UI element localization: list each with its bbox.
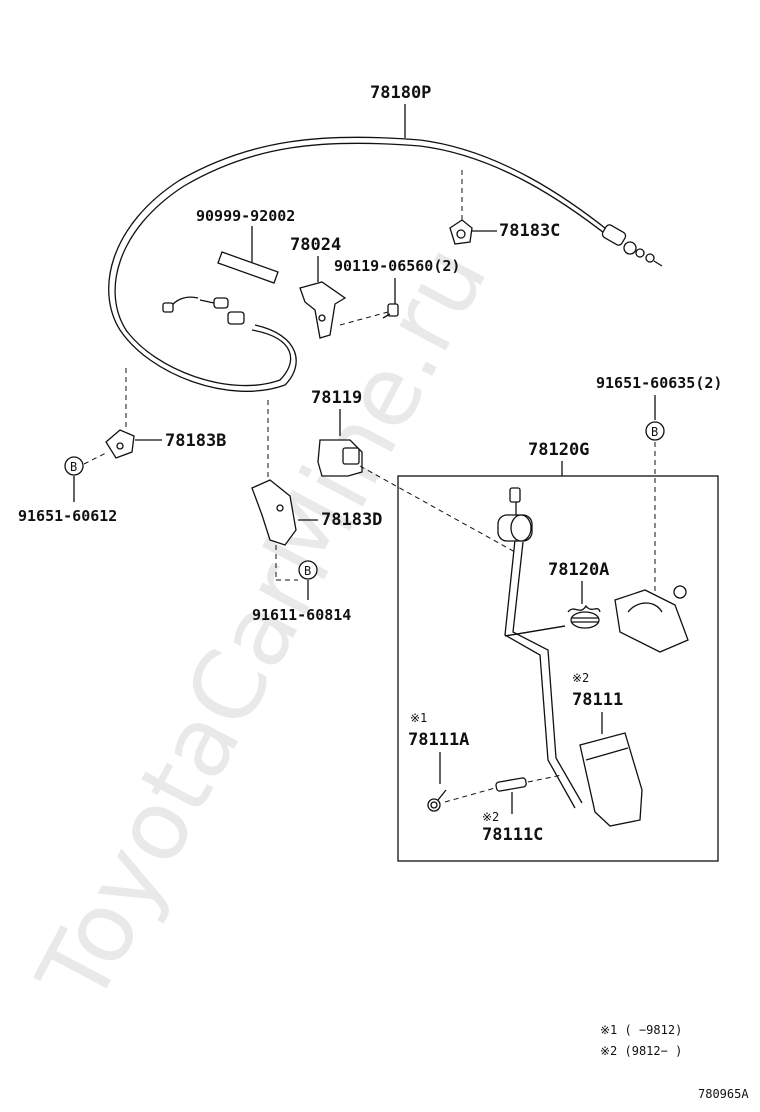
label-78120A: 78120A: [548, 560, 609, 580]
pin-78111C: [495, 777, 527, 792]
label-78120G: 78120G: [528, 440, 589, 460]
bolt-symbol-1-text: B: [651, 425, 658, 439]
bracket-78024: [299, 281, 347, 339]
clamp-78183B: [105, 429, 135, 459]
label-90119-06560: 90119-06560(2): [334, 257, 460, 275]
label-91651-60635: 91651-60635(2): [596, 374, 722, 392]
label-91651-60612: 91651-60612: [18, 507, 117, 525]
label-78111C: 78111C: [482, 825, 543, 845]
pedal-pad-78111: [579, 732, 643, 827]
dash-78119: [359, 465, 516, 553]
bolt-90119: [382, 303, 399, 319]
bolt-symbol-3: B: [298, 560, 318, 580]
hose-90999: [217, 251, 279, 284]
pedal-bracket: [614, 585, 689, 653]
clamp-78183D: [251, 479, 297, 546]
label-78111: 78111: [572, 690, 623, 710]
assembly-box-78120G: [397, 475, 719, 862]
label-90999-92002: 90999-92002: [196, 207, 295, 225]
spring-78120A: [567, 604, 601, 629]
main-cable: [108, 136, 611, 392]
label-78024: 78024: [290, 235, 341, 255]
dash-91651-60612: [83, 451, 109, 465]
mark-78111A: ※1: [410, 711, 427, 725]
stopper-78119: [317, 439, 363, 477]
label-78119: 78119: [311, 388, 362, 408]
label-78183D: 78183D: [321, 510, 382, 530]
label-78183B: 78183B: [165, 431, 226, 451]
label-91611-60814: 91611-60814: [252, 606, 351, 624]
pedal-arm: [497, 487, 583, 809]
pivot-shaft: [504, 625, 566, 637]
dash-78111C: [527, 774, 563, 783]
mark-78111: ※2: [572, 671, 589, 685]
bolt-symbol-2: B: [64, 456, 84, 476]
note-2: ※2 (9812− ): [600, 1044, 682, 1058]
spring-78111A: [427, 789, 447, 812]
clamp-78183C: [449, 219, 473, 245]
label-78111A: 78111A: [408, 730, 469, 750]
cable-end-right: [601, 224, 663, 267]
note-1: ※1 ( −9812): [600, 1023, 682, 1037]
diagram-code: 780965A: [698, 1087, 749, 1101]
bolt-symbol-3-text: B: [304, 564, 311, 578]
watermark-text: ToyotaCarMine.ru: [16, 228, 509, 1022]
label-78180P: 78180P: [370, 83, 431, 103]
label-78183C: 78183C: [499, 221, 560, 241]
cable-end-left: [162, 296, 245, 325]
mark-78111C: ※2: [482, 810, 499, 824]
bolt-symbol-1: B: [645, 421, 665, 441]
bolt-symbol-2-text: B: [70, 460, 77, 474]
main-cable-inner: [114, 142, 609, 387]
dash-78111A: [444, 787, 496, 803]
